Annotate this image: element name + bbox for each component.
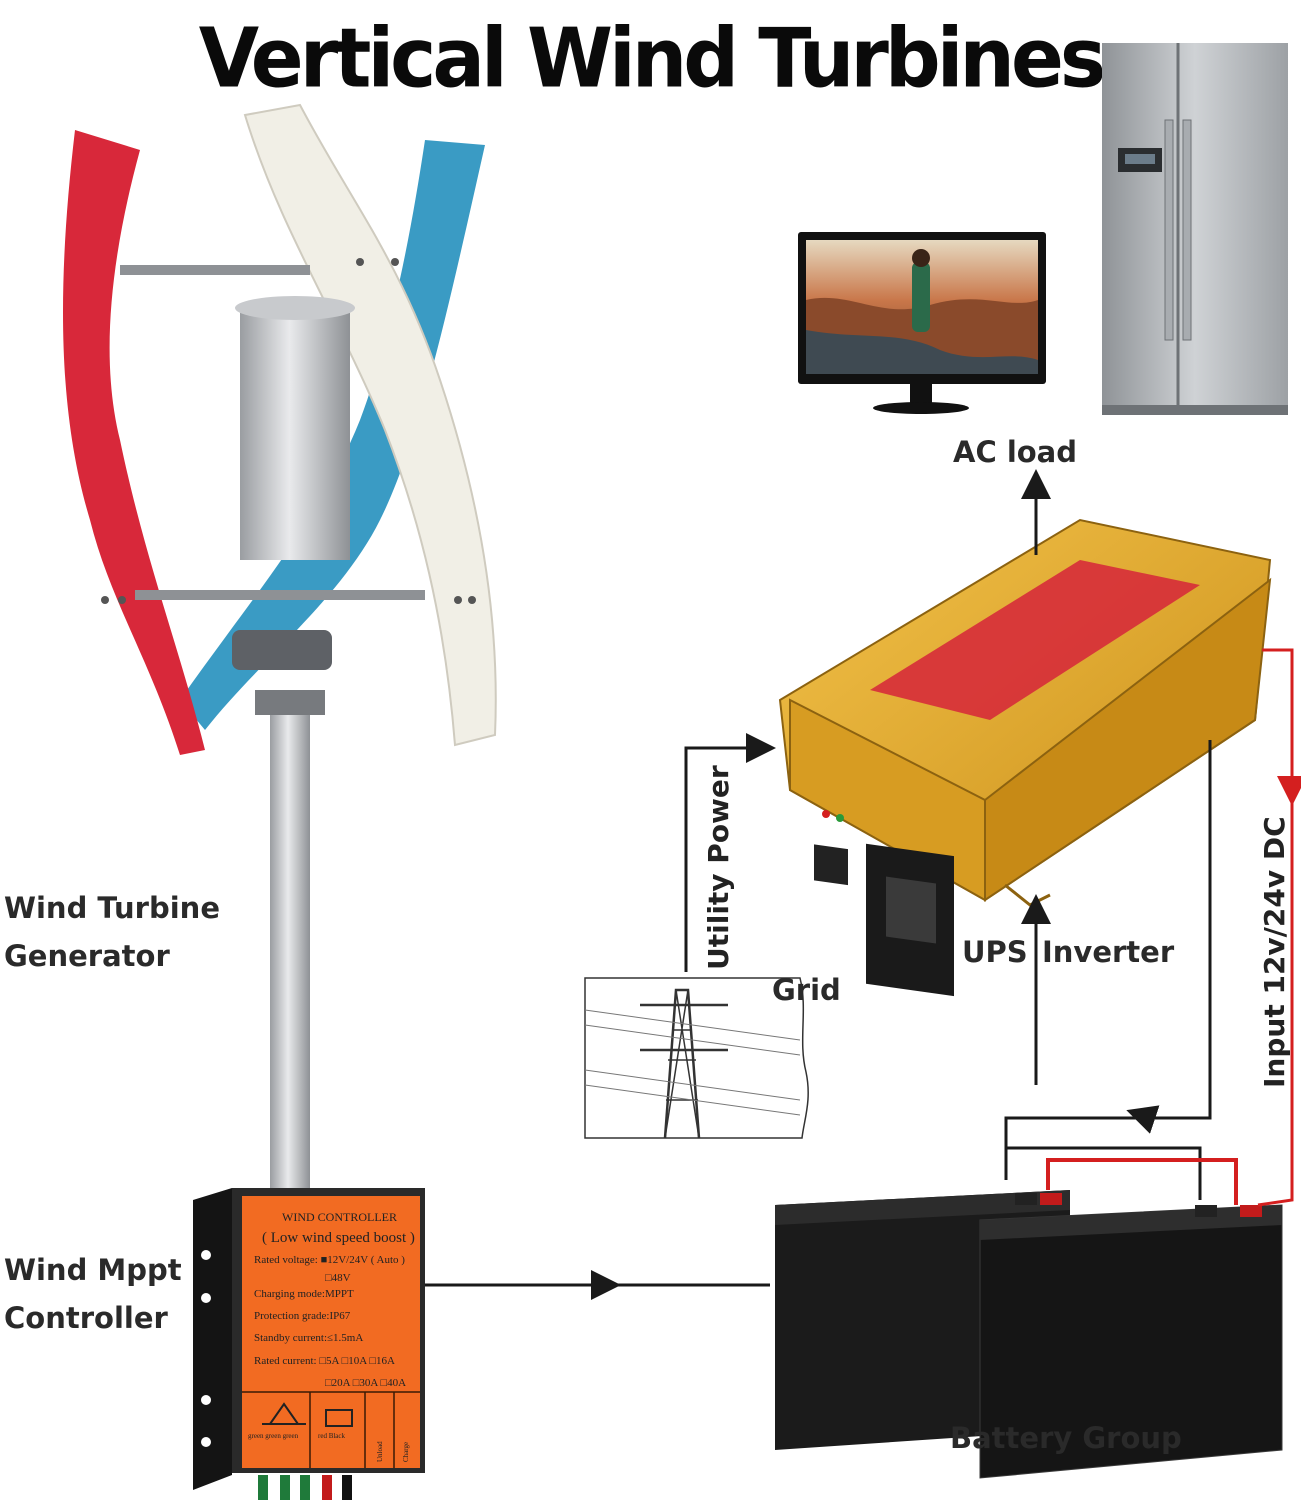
battery-group bbox=[775, 1190, 1283, 1479]
controller-line: Charging mode:MPPT bbox=[254, 1288, 354, 1300]
wind-turbine bbox=[63, 103, 497, 1200]
turbine-blade-blue bbox=[180, 140, 485, 730]
wind-mppt-controller-line-2: Controller bbox=[4, 1301, 168, 1335]
wire-input-dc bbox=[1257, 648, 1294, 1207]
wind-controller-box bbox=[193, 1188, 425, 1500]
power-grid-icon bbox=[584, 977, 809, 1139]
terminal-label-red-black: red Black bbox=[318, 1432, 346, 1440]
controller-line: □20A □30A □40A bbox=[325, 1377, 407, 1389]
page-title: Vertical Wind Turbines bbox=[198, 11, 1107, 107]
inverter-label: Inverter bbox=[1042, 935, 1175, 969]
controller-line: Rated current: □5A □10A □16A bbox=[254, 1355, 395, 1367]
turbine-pole bbox=[270, 700, 310, 1200]
utility-power-label: Utility Power bbox=[702, 765, 735, 970]
input-dc-label: Input 12v/24v DC bbox=[1258, 816, 1291, 1088]
controller-line: Rated voltage: ■12V/24V ( Auto ) bbox=[254, 1254, 405, 1266]
turbine-arm-top bbox=[120, 265, 310, 275]
controller-line: Protection grade:IP67 bbox=[254, 1310, 351, 1322]
terminal-label-charge: Charge bbox=[402, 1441, 410, 1462]
battery-symbol-icon bbox=[325, 1409, 353, 1427]
controller-line: □48V bbox=[325, 1272, 351, 1284]
controller-heading: WIND CONTROLLER bbox=[282, 1210, 397, 1224]
wire-battery-bridge-black bbox=[1006, 1146, 1202, 1200]
turbine-generator bbox=[240, 308, 350, 560]
controller-subheading: ( Low wind speed boost ) bbox=[262, 1230, 415, 1246]
wiring bbox=[425, 469, 1301, 1300]
battery-group-label: Battery Group bbox=[950, 1421, 1182, 1455]
wind-turbine-generator-label: Wind Turbine Generator bbox=[4, 884, 220, 980]
grid-label: Grid bbox=[772, 973, 841, 1007]
ups-label: UPS bbox=[962, 935, 1028, 969]
terminal-label-green: green green green bbox=[248, 1432, 299, 1440]
terminal-label-unload: Unload bbox=[376, 1441, 384, 1462]
monitor-icon bbox=[798, 232, 1046, 414]
wire-utility-power bbox=[684, 733, 776, 972]
wire-battery-bridge-red bbox=[1046, 1158, 1238, 1205]
wind-turbine-generator-line-2: Generator bbox=[4, 939, 170, 973]
turbine-arm-bottom bbox=[135, 590, 425, 600]
ac-load-label: AC load bbox=[953, 435, 1078, 469]
wind-mppt-controller-line-1: Wind Mppt bbox=[4, 1253, 182, 1287]
turbine-symbol-icon bbox=[262, 1402, 306, 1425]
inverter-box bbox=[778, 518, 1272, 997]
wind-mppt-controller-label: Wind Mppt Controller bbox=[4, 1246, 182, 1342]
refrigerator-icon bbox=[1102, 43, 1288, 415]
turbine-blade-red bbox=[63, 130, 205, 755]
turbine-hub bbox=[232, 630, 332, 670]
controller-line: Standby current:≤1.5mA bbox=[254, 1332, 364, 1344]
wind-turbine-generator-line-1: Wind Turbine bbox=[4, 891, 220, 925]
